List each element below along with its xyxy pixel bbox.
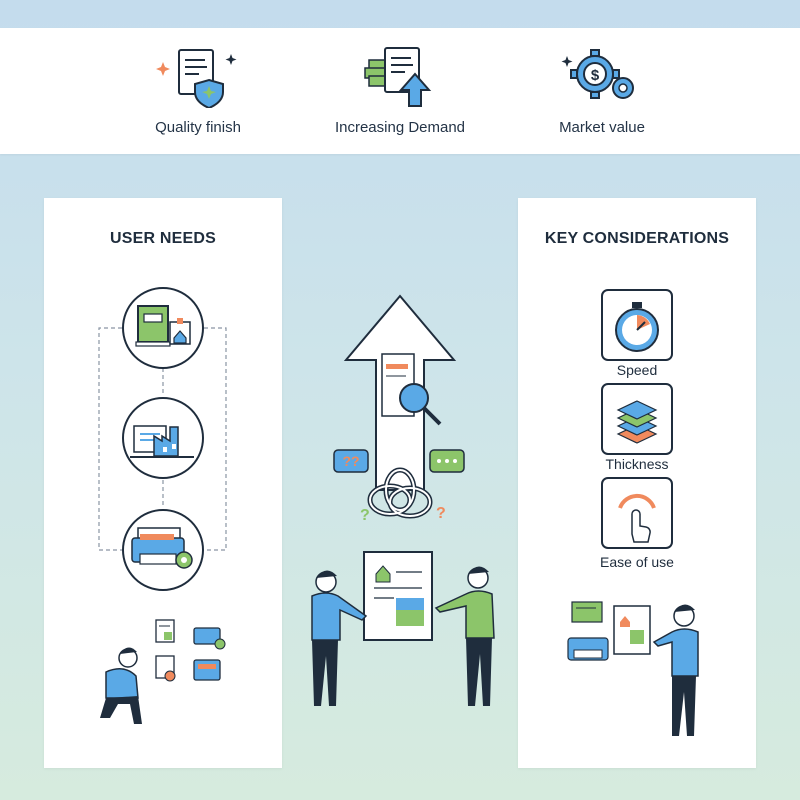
user-needs-panel: USER NEEDS [44, 198, 282, 768]
question-mark-icon: ? [360, 507, 370, 524]
layers-icon [601, 383, 673, 455]
consideration-label: Ease of use [600, 554, 674, 570]
svg-text:??: ?? [342, 453, 359, 469]
key-considerations-art [567, 289, 699, 736]
document-up-arrow-icon [364, 47, 432, 107]
left-person-illustration [311, 570, 368, 706]
feature-market-value: $ Market value [502, 28, 702, 154]
touch-gauge-icon [601, 477, 673, 549]
printer-gear-icon [122, 509, 204, 591]
feature-label: Increasing Demand [334, 119, 466, 136]
dollar-gear-icon: $ [561, 49, 634, 99]
feature-quality-finish: Quality finish [98, 28, 298, 154]
small-printer-document-icons [567, 601, 651, 661]
svg-text:$: $ [591, 67, 600, 84]
crouching-person-illustration [100, 647, 142, 724]
user-needs-art [98, 287, 227, 724]
question-mark-icon: ? [436, 505, 446, 522]
top-feature-bar: Quality finish Increasing Demand $ [0, 28, 800, 154]
panel-title: USER NEEDS [109, 230, 217, 247]
consideration-label: Speed [616, 362, 658, 378]
document-shield-icon [156, 49, 237, 108]
ellipsis-bubble-icon [429, 449, 465, 473]
shared-document-icon [363, 551, 433, 641]
presenting-person-illustration [652, 604, 699, 736]
small-document-icons [155, 619, 226, 682]
center-growth-illustration: ?? ? ? [311, 294, 495, 706]
right-person-illustration [434, 566, 495, 706]
panel-title: KEY CONSIDERATIONS [544, 230, 730, 247]
feature-increasing-demand: Increasing Demand [300, 28, 500, 154]
feature-label: Quality finish [155, 119, 241, 136]
consideration-label: Thickness [605, 456, 669, 472]
feature-label: Market value [559, 119, 645, 136]
key-considerations-panel: KEY CONSIDERATIONS [518, 198, 756, 768]
books-home-icon [122, 287, 204, 369]
stopwatch-icon [601, 289, 673, 361]
factory-icon [122, 397, 204, 479]
question-bubble-icon: ?? [333, 449, 369, 473]
